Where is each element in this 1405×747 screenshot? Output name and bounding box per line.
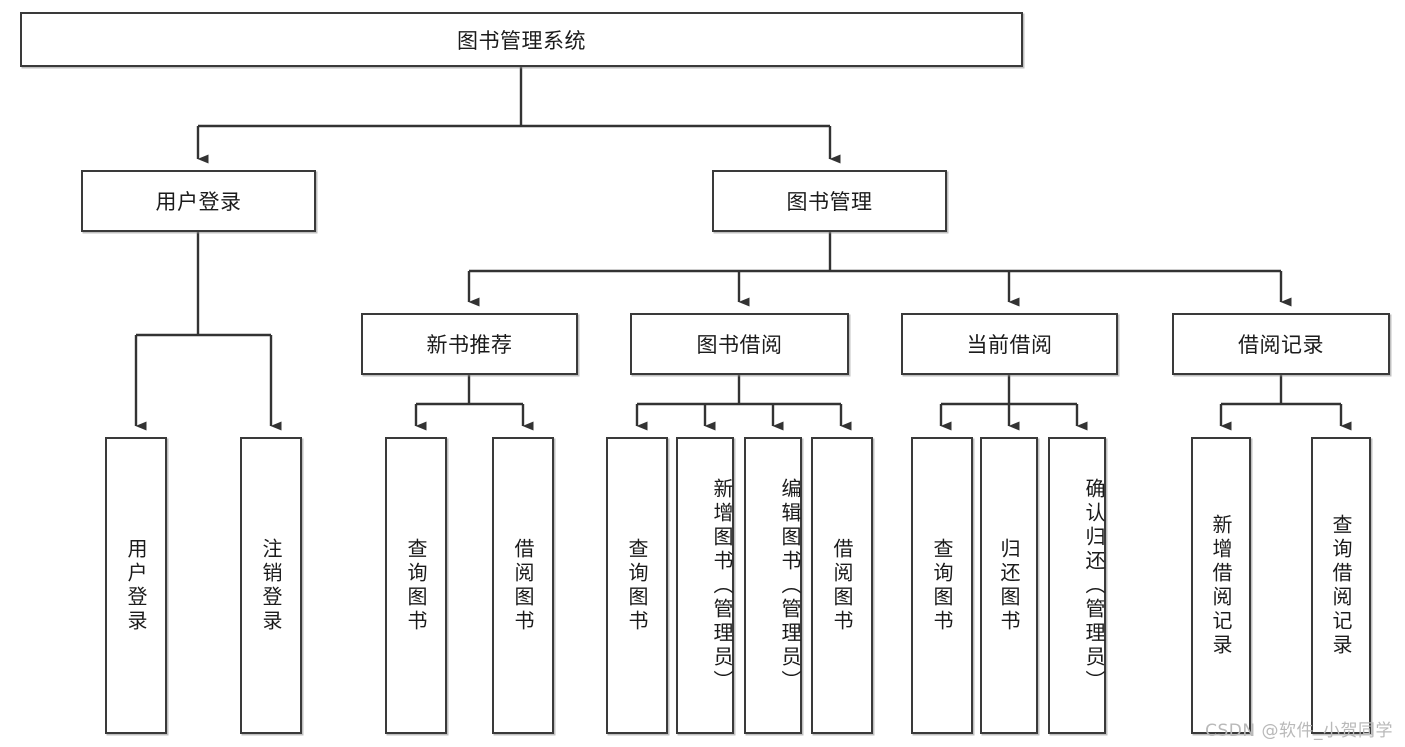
node-leaf-user-login-login[interactable]: 用户登录 — [105, 437, 167, 734]
node-root-book-management-system[interactable]: 图书管理系统 — [20, 12, 1023, 67]
node-leaf-borrow-edit-label: 编辑图书（管理员） — [778, 477, 802, 694]
node-current-borrow[interactable]: 当前借阅 — [901, 313, 1118, 375]
node-book-borrow-label: 图书借阅 — [696, 333, 783, 357]
node-leaf-record-add[interactable]: 新增借阅记录 — [1191, 437, 1251, 734]
node-borrow-record[interactable]: 借阅记录 — [1172, 313, 1390, 375]
node-leaf-user-login-login-label: 用户登录 — [124, 537, 148, 634]
node-leaf-user-login-logout-label: 注销登录 — [259, 537, 283, 634]
node-new-book-recommend-label: 新书推荐 — [426, 333, 513, 357]
node-root-label: 图书管理系统 — [457, 28, 586, 53]
node-leaf-current-query[interactable]: 查询图书 — [911, 437, 973, 734]
node-current-borrow-label: 当前借阅 — [966, 333, 1053, 357]
node-leaf-user-login-logout[interactable]: 注销登录 — [240, 437, 302, 734]
node-user-login[interactable]: 用户登录 — [81, 170, 316, 232]
node-leaf-borrow-add[interactable]: 新增图书（管理员） — [676, 437, 734, 734]
node-borrow-record-label: 借阅记录 — [1238, 333, 1324, 357]
node-book-management[interactable]: 图书管理 — [712, 170, 947, 232]
node-new-book-recommend[interactable]: 新书推荐 — [361, 313, 578, 375]
node-user-login-label: 用户登录 — [155, 190, 242, 214]
node-leaf-record-query-label: 查询借阅记录 — [1329, 513, 1353, 658]
node-leaf-record-query[interactable]: 查询借阅记录 — [1311, 437, 1371, 734]
node-leaf-borrow-borrow-label: 借阅图书 — [830, 537, 854, 634]
node-leaf-borrow-borrow[interactable]: 借阅图书 — [811, 437, 873, 734]
node-leaf-newbook-borrow-label: 借阅图书 — [511, 537, 535, 634]
node-leaf-borrow-edit[interactable]: 编辑图书（管理员） — [744, 437, 802, 734]
node-leaf-current-return[interactable]: 归还图书 — [980, 437, 1038, 734]
node-leaf-borrow-query[interactable]: 查询图书 — [606, 437, 668, 734]
node-leaf-current-confirm-return[interactable]: 确认归还（管理员） — [1048, 437, 1106, 734]
node-leaf-borrow-add-label: 新增图书（管理员） — [710, 477, 734, 694]
node-book-management-label: 图书管理 — [786, 190, 873, 214]
node-leaf-current-return-label: 归还图书 — [997, 537, 1021, 634]
node-leaf-record-add-label: 新增借阅记录 — [1209, 513, 1233, 658]
node-leaf-newbook-query[interactable]: 查询图书 — [385, 437, 447, 734]
node-book-borrow[interactable]: 图书借阅 — [630, 313, 849, 375]
node-leaf-borrow-query-label: 查询图书 — [625, 537, 649, 634]
node-leaf-current-query-label: 查询图书 — [930, 537, 954, 634]
node-leaf-newbook-query-label: 查询图书 — [404, 537, 428, 634]
node-leaf-newbook-borrow[interactable]: 借阅图书 — [492, 437, 554, 734]
node-leaf-current-confirm-return-label: 确认归还（管理员） — [1082, 477, 1106, 694]
